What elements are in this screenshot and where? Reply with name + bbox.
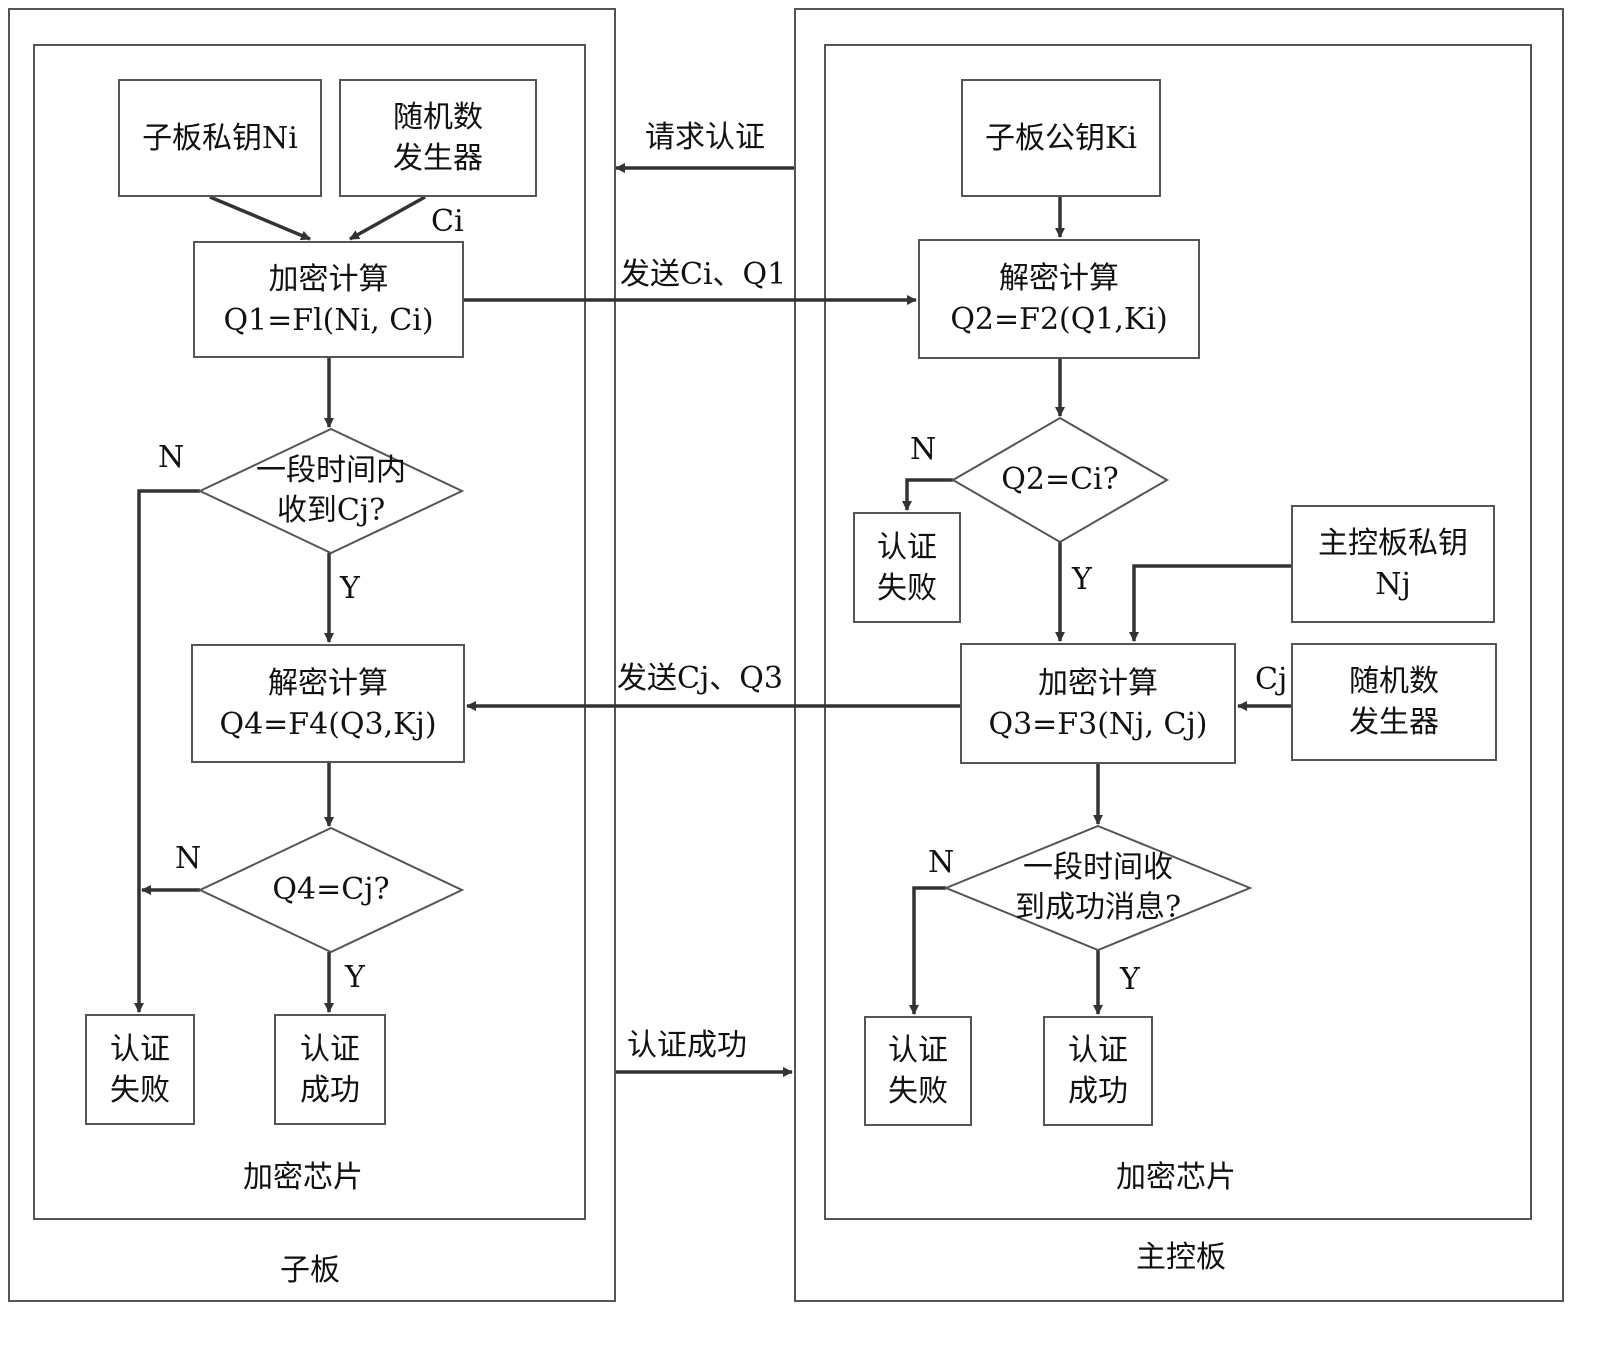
- main-success-line-1: 认证: [1068, 1033, 1128, 1068]
- sub-compare-diamond: [197, 826, 465, 954]
- main-receive-decision: 一段时间收 到成功消息?: [946, 826, 1250, 950]
- main-fail-1-line-2: 失败: [877, 570, 937, 606]
- main-fail-2-line-2: 失败: [888, 1074, 948, 1109]
- main-decrypt-box: 解密计算 Q2=F2(Q1,Ki): [918, 239, 1200, 359]
- sub-decrypt-title: 解密计算: [268, 665, 388, 701]
- main-receive-line-1: 一段时间收: [1023, 850, 1173, 885]
- main-board-chip-frame: [824, 44, 1532, 1220]
- sub-rng-box: 随机数 发生器: [339, 79, 537, 197]
- main-label-n1: N: [910, 432, 937, 467]
- main-board-frame: [794, 8, 1564, 1302]
- msg-send-ci-q1: 发送Ci、Q1: [620, 257, 787, 292]
- main-rng-box: 随机数 发生器: [1291, 643, 1497, 761]
- sub-decrypt-box: 解密计算 Q4=F4(Q3,Kj): [191, 644, 465, 763]
- main-chip-label: 加密芯片: [1116, 1160, 1236, 1195]
- sub-compare-decision: Q4=Cj?: [200, 828, 462, 952]
- sub-key-to-encrypt-arrow: [209, 195, 311, 241]
- main-success-line-2: 成功: [1068, 1074, 1128, 1109]
- cj-label: Cj: [1255, 662, 1288, 697]
- main-private-key-box: 主控板私钥 Nj: [1291, 505, 1495, 623]
- main-decision-no-arrow: [909, 886, 946, 1015]
- main-compare-text: Q2=Ci?: [1001, 462, 1119, 497]
- sub-encrypt-title: 加密计算: [268, 261, 389, 297]
- sub-private-key-box: 子板私钥Ni: [118, 79, 322, 197]
- sub-receive-line-2: 收到Cj?: [276, 493, 386, 528]
- main-encrypt-box: 加密计算 Q3=F3(Nj, Cj): [960, 643, 1236, 764]
- main-label-y2: Y: [1120, 962, 1140, 997]
- main-board-label: 主控板: [1136, 1240, 1226, 1275]
- ci-label: Ci: [431, 204, 464, 239]
- sub-label-n1: N: [158, 440, 185, 475]
- sub-fail-box: 认证 失败: [85, 1014, 195, 1125]
- main-rng-line-2: 发生器: [1349, 705, 1439, 740]
- sub-rng-line-1: 随机数: [393, 100, 483, 135]
- sub-receive-diamond: [197, 427, 465, 555]
- main-private-key-line-2: Nj: [1375, 567, 1411, 602]
- sub-label-y1: Y: [340, 571, 360, 606]
- msg-request-auth: 请求认证: [645, 120, 765, 155]
- sub-compare-text: Q4=Cj?: [272, 872, 390, 907]
- sub-private-key-text: 子板私钥Ni: [142, 120, 298, 156]
- sub-board-chip-frame: [33, 44, 586, 1220]
- diamond-layer: [197, 416, 1253, 954]
- sub-decrypt-formula: Q4=F4(Q3,Kj): [219, 706, 437, 742]
- main-fail-1-line-1: 认证: [877, 529, 937, 565]
- sub-success-line-2: 成功: [300, 1072, 360, 1108]
- sub-label-n2: N: [175, 841, 202, 876]
- main-decrypt-title: 解密计算: [999, 261, 1119, 296]
- sub-success-line-1: 认证: [300, 1031, 360, 1067]
- msg-auth-success: 认证成功: [627, 1028, 747, 1063]
- main-receive-diamond: [943, 824, 1253, 952]
- sub-receive-line-1: 一段时间内: [256, 453, 406, 488]
- main-fail-2-line-1: 认证: [888, 1033, 948, 1068]
- sub-rng-line-2: 发生器: [393, 141, 483, 176]
- main-label-y1: Y: [1072, 562, 1092, 597]
- sub-receive-decision: 一段时间内 收到Cj?: [200, 429, 462, 553]
- main-success-box: 认证 成功: [1043, 1016, 1153, 1126]
- main-privkey-to-encrypt-arrow: [1129, 564, 1291, 642]
- main-compare-diamond: [951, 416, 1169, 544]
- main-decrypt-formula: Q2=F2(Q1,Ki): [950, 302, 1168, 337]
- main-receive-line-2: 到成功消息?: [1014, 890, 1182, 925]
- sub-encrypt-box: 加密计算 Q1=Fl(Ni, Ci): [193, 241, 464, 358]
- main-fail-box-2: 认证 失败: [864, 1016, 972, 1126]
- sub-chip-label: 加密芯片: [243, 1160, 363, 1195]
- main-public-key-text: 子板公钥Ki: [984, 120, 1137, 156]
- sub-fail-line-1: 认证: [110, 1031, 170, 1067]
- main-public-key-box: 子板公钥Ki: [961, 79, 1161, 197]
- sub-decision-no-line: [134, 489, 200, 1013]
- main-encrypt-formula: Q3=F3(Nj, Cj): [988, 706, 1208, 742]
- main-rng-line-1: 随机数: [1349, 664, 1439, 699]
- msg-send-cj-q3: 发送Cj、Q3: [617, 661, 783, 696]
- main-encrypt-title: 加密计算: [1038, 665, 1158, 701]
- arrow-layer: [134, 163, 1291, 1077]
- main-fail-box-1: 认证 失败: [853, 512, 961, 623]
- sub-rng-to-encrypt-arrow: [349, 195, 426, 241]
- main-compare-decision: Q2=Ci?: [953, 418, 1167, 542]
- sub-success-box: 认证 成功: [274, 1014, 386, 1125]
- main-compare-no-arrow: [902, 478, 953, 511]
- sub-label-y2: Y: [345, 960, 365, 995]
- sub-fail-line-2: 失败: [110, 1072, 170, 1108]
- main-private-key-line-1: 主控板私钥: [1318, 526, 1468, 561]
- sub-board-label: 子板: [280, 1253, 340, 1288]
- main-label-n2: N: [928, 845, 955, 880]
- sub-encrypt-formula: Q1=Fl(Ni, Ci): [223, 302, 434, 338]
- sub-board-frame: [8, 8, 616, 1302]
